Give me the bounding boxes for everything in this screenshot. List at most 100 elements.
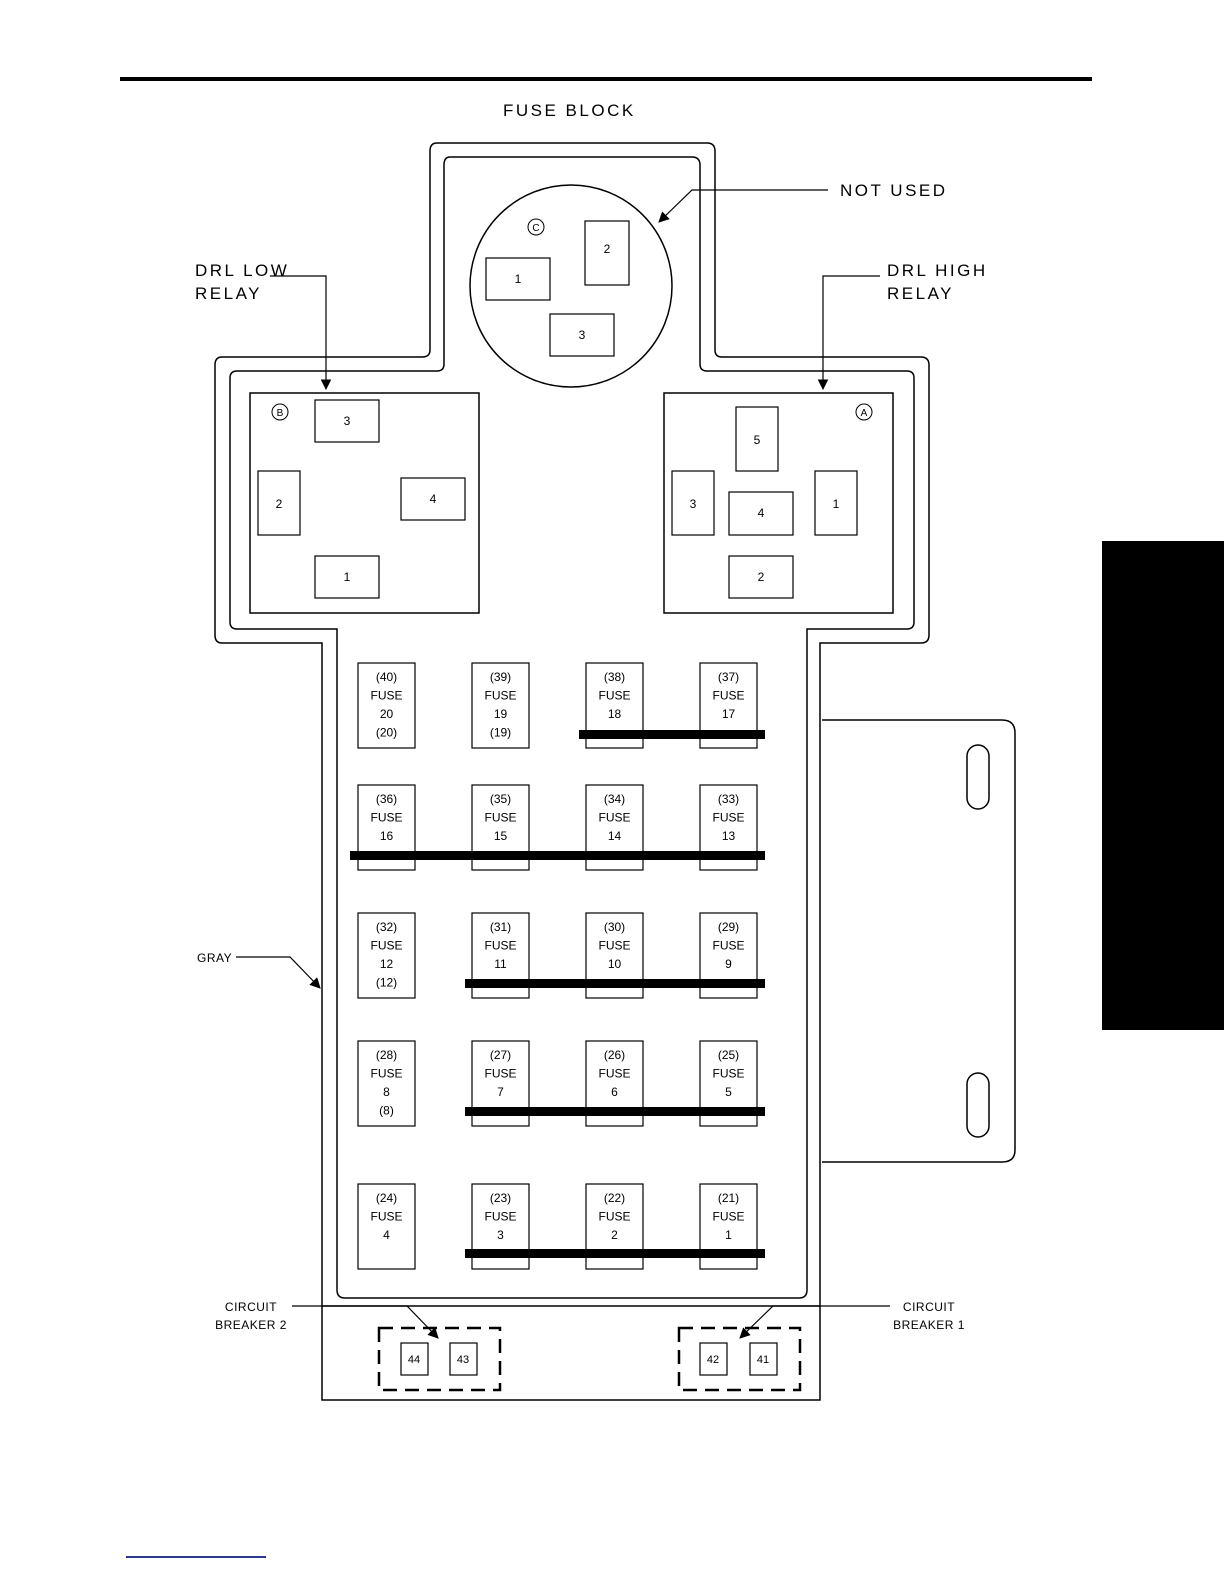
circuit-breaker-1-outline — [677, 1326, 802, 1392]
fuse-cavity-label: (8) — [379, 1104, 394, 1118]
fuse-cavity-label: FUSE — [370, 689, 402, 703]
relay-a-cavity-5 — [735, 406, 779, 472]
drl-high-label-line-2: RELAY — [887, 284, 954, 303]
fuse-cavity-label: 17 — [722, 707, 736, 721]
fuse-cavity — [357, 1040, 416, 1127]
relay-a-cavity-2-label: 2 — [758, 570, 765, 584]
fuse-cavity-label: (31) — [490, 920, 511, 934]
relay-c-cavity-3-label: 3 — [579, 328, 586, 342]
relay-c-cavity-1 — [485, 257, 551, 301]
drl-low-label-line-2: RELAY — [195, 284, 262, 303]
fuse-cavity — [471, 784, 530, 871]
relay-b-cavity-4-label: 4 — [430, 492, 437, 506]
circuit-breaker-2-label-line-1: CIRCUIT — [225, 1300, 277, 1314]
relay-c-cavity-3 — [549, 313, 615, 357]
relay-a-socket — [663, 392, 894, 614]
relay-c-cavity-2 — [584, 220, 630, 286]
relay-b-cavity-1 — [314, 555, 380, 599]
relay-a-cavity-3 — [671, 470, 715, 536]
diagram-title: FUSE BLOCK — [503, 101, 636, 120]
relay-a-cavity-5-label: 5 — [754, 433, 761, 447]
housing-outer — [214, 142, 930, 1401]
relay-a-cavity-4-label: 4 — [758, 506, 765, 520]
fuse-cavity-label: 5 — [725, 1085, 732, 1099]
fuse-cavity-label: 16 — [380, 829, 394, 843]
fuse-cavity-label: (25) — [718, 1048, 739, 1062]
relay-a-cavity-1-label: 1 — [833, 497, 840, 511]
relay-b-cavity-4 — [400, 477, 466, 521]
relay-a-badge — [855, 403, 873, 421]
circuit-breaker-2-outline — [377, 1326, 502, 1392]
fuse-cavity-label: FUSE — [484, 1067, 516, 1081]
relay-a-cavity-2 — [728, 555, 794, 599]
fuse-cavity — [471, 1183, 530, 1270]
fuse-cavity-label: FUSE — [712, 811, 744, 825]
footer-link-underline — [126, 1556, 266, 1558]
fuse-cavity-label: (22) — [604, 1191, 625, 1205]
housing-inner — [229, 156, 915, 1299]
fuse-cavity-label: FUSE — [484, 811, 516, 825]
bus-bar-row-3 — [465, 979, 765, 988]
fuse-cavity-label: (37) — [718, 670, 739, 684]
fuse-cavity-label: (40) — [376, 670, 397, 684]
relay-c-cavity-2-label: 2 — [604, 242, 611, 256]
fuse-cavity-label: FUSE — [712, 689, 744, 703]
fuse-cavity-label: FUSE — [598, 1067, 630, 1081]
relay-a-cavity-1 — [814, 470, 858, 536]
circuit-breaker-2-label-line-2: BREAKER 2 — [215, 1318, 287, 1332]
section-tab — [1102, 541, 1224, 1030]
relay-a-letter: A — [861, 408, 868, 419]
fuse-cavity-label: (19) — [490, 726, 511, 740]
fuse-cavity-label: (34) — [604, 792, 625, 806]
fuse-cavity — [699, 912, 758, 999]
fuse-cavity-label: (39) — [490, 670, 511, 684]
relay-c-badge — [527, 218, 545, 236]
fuse-cavity-label: (33) — [718, 792, 739, 806]
breaker-cavity-41-label: 41 — [757, 1354, 769, 1366]
fuse-cavity — [357, 912, 416, 999]
fuse-cavity-label: (35) — [490, 792, 511, 806]
relay-b-cavity-2 — [257, 470, 301, 536]
fuse-cavity-label: FUSE — [370, 811, 402, 825]
fuse-cavity — [585, 1183, 644, 1270]
fuse-cavity-label: 2 — [611, 1228, 618, 1242]
fuse-cavity-label: 11 — [494, 957, 507, 971]
fuse-cavity — [699, 1183, 758, 1270]
relay-b-cavity-1-label: 1 — [344, 570, 351, 584]
relay-b-socket — [249, 392, 480, 614]
fuse-cavity — [357, 784, 416, 871]
drl-low-leader — [270, 275, 332, 391]
fuse-cavity-label: (20) — [376, 726, 397, 740]
fuse-cavity — [471, 662, 530, 749]
breaker-cavity-43 — [449, 1342, 478, 1376]
fuse-cavity-label: (36) — [376, 792, 397, 806]
breaker-cavity-44-label: 44 — [408, 1354, 420, 1366]
fuse-cavity — [699, 784, 758, 871]
circuit-breaker-2-leader — [292, 1305, 439, 1339]
relay-b-badge — [271, 403, 289, 421]
fuse-cavity-label: 18 — [608, 707, 622, 721]
drl-high-leader — [817, 275, 880, 391]
fuse-cavity-label: 6 — [611, 1085, 618, 1099]
gray-leader — [236, 956, 321, 989]
fuse-cavity-label: (28) — [376, 1048, 397, 1062]
relay-c-socket — [469, 184, 673, 388]
fuse-cavity-label: (12) — [376, 976, 397, 990]
circuit-breaker-1-leader — [739, 1305, 890, 1339]
fuse-cavity-label: (26) — [604, 1048, 625, 1062]
fuse-cavity — [357, 1183, 416, 1270]
breaker-cavity-41 — [749, 1342, 778, 1376]
fuse-cavity-label: (23) — [490, 1191, 511, 1205]
fuse-cavity-label: 7 — [497, 1085, 504, 1099]
fuse-cavity-label: 1 — [725, 1228, 732, 1242]
fuse-cavity-label: FUSE — [598, 939, 630, 953]
fuse-grid: (40)FUSE20(20)(39)FUSE19(19)(38)FUSE18(3… — [357, 662, 758, 1270]
fuse-cavity-label: FUSE — [598, 689, 630, 703]
gray-label: GRAY — [197, 951, 232, 965]
fuse-cavity — [585, 784, 644, 871]
relay-a-cavity-3-label: 3 — [690, 497, 697, 511]
bus-bar-row-2 — [350, 851, 765, 860]
breaker-cavity-42 — [699, 1342, 728, 1376]
bus-bar-row-1 — [579, 730, 765, 739]
drl-low-label-line-1: DRL LOW — [195, 261, 289, 280]
